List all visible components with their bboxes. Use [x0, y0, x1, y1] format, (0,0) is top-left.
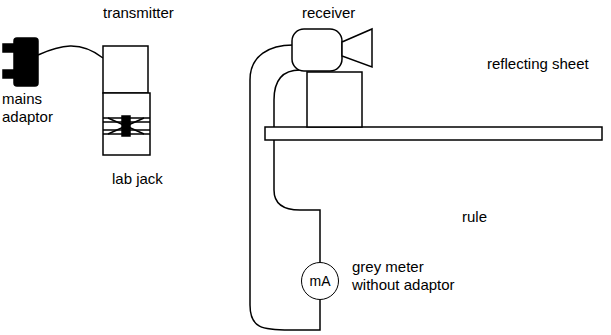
jack-screw — [122, 116, 130, 136]
rule-bar — [265, 127, 602, 140]
part-label: reflecting sheet — [487, 55, 589, 73]
meter-unit: mA — [310, 273, 331, 289]
lab-jack-frame — [103, 93, 150, 155]
part-label: grey meter without adaptor — [352, 258, 474, 294]
plug-prong — [3, 44, 15, 52]
plug-body — [14, 38, 38, 86]
receiver-body — [292, 29, 342, 71]
part-label: rule — [462, 208, 487, 226]
meter-dial: mA — [301, 262, 339, 300]
receiver-stand — [307, 72, 362, 127]
part-label: receiver — [302, 4, 355, 22]
receiver-horn — [342, 29, 372, 67]
part-label: lab jack — [112, 170, 163, 188]
power-cable — [38, 46, 103, 58]
transmitter-box — [103, 46, 148, 93]
part-label: transmitter — [103, 4, 174, 22]
part-label: mains adaptor — [2, 90, 66, 126]
plug-prong — [3, 70, 15, 78]
